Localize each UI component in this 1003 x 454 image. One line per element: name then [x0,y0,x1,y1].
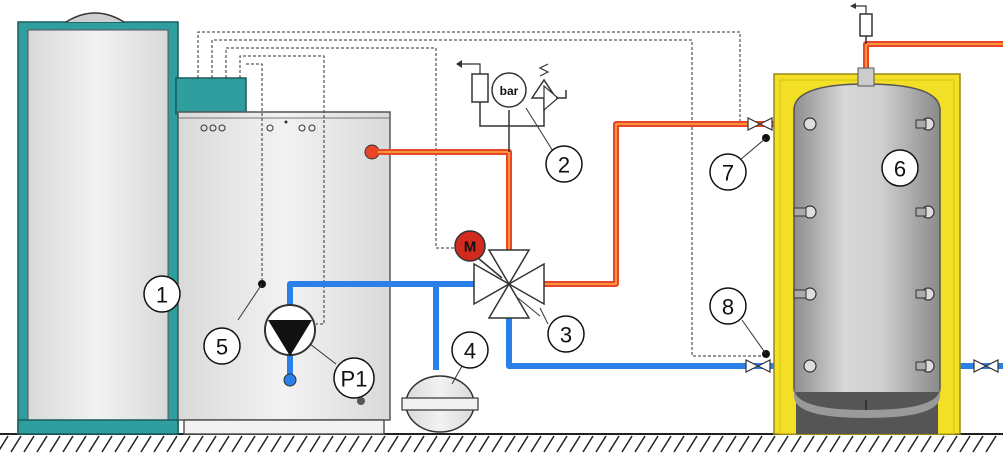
ground-hatch-line [881,435,893,453]
ground-hatch-line [764,435,776,453]
ground-hatch-line [608,435,620,453]
ground-hatch-line [283,435,295,453]
ground-hatch-line [491,435,503,453]
ground-hatch-line [725,435,737,453]
ground-hatch-line [829,435,841,453]
callout-5: 5 [216,335,228,360]
ground-hatch-line [582,435,594,453]
ground-hatch-line [556,435,568,453]
ground-hatch-line [439,435,451,453]
ground-hatch-line [140,435,152,453]
floor-line [0,433,1003,453]
ground-hatch-line [166,435,178,453]
ground-hatch-line [244,435,256,453]
ground-hatch-line [842,435,854,453]
ground-hatch-line [803,435,815,453]
ground-hatch-line [127,435,139,453]
callout-1: 1 [156,283,168,308]
buffer-tank [773,3,961,435]
ground-hatch-line [686,435,698,453]
ground-hatch-line [907,435,919,453]
callout-6: 6 [894,157,906,182]
ground-hatch-line [374,435,386,453]
ground-hatch-line [868,435,880,453]
ground-hatch-line [335,435,347,453]
ground-hatch-line [712,435,724,453]
callout-2: 2 [558,153,570,178]
ground-hatch-line [400,435,412,453]
ground-hatch-line [751,435,763,453]
ground-hatch-line [699,435,711,453]
ground-hatch-line [75,435,87,453]
ground-hatch-line [231,435,243,453]
gauge-unit-label: bar [500,84,519,98]
ground-hatch-line [413,435,425,453]
ground-hatch-line [179,435,191,453]
pump-p1 [264,304,337,387]
expansion-vessel [401,365,479,433]
ground-hatch-line [465,435,477,453]
ground-hatch-line [621,435,633,453]
ground-hatch-line [595,435,607,453]
ground-hatch-line [10,435,22,453]
ground-hatch-line [660,435,672,453]
ground-hatch-line [88,435,100,453]
ground-hatch-line [36,435,48,453]
callout-3: 3 [560,323,572,348]
ground-hatch-line [816,435,828,453]
ground-hatch-line [257,435,269,453]
tank-valves [745,117,999,373]
boiler-unit [17,12,391,435]
ground-hatch-line [361,435,373,453]
ground-hatch-line [49,435,61,453]
ground-hatch-line [946,435,958,453]
callout-4: 4 [464,339,476,364]
ground-hatch-line [933,435,945,453]
ground-hatch-line [101,435,113,453]
ground-hatch-line [296,435,308,453]
callout-p1: P1 [341,367,368,392]
ground-hatch-line [62,435,74,453]
ground-hatch-line [972,435,984,453]
ground-hatch-line [985,435,997,453]
ground-hatch-line [322,435,334,453]
motor-label: M [464,239,477,256]
ground-hatch-line [348,435,360,453]
ground-hatch-line [855,435,867,453]
ground-hatch-line [504,435,516,453]
ground-hatch-line [205,435,217,453]
ground-hatch-line [192,435,204,453]
ground-hatch-line [777,435,789,453]
ground-hatch-line [218,435,230,453]
ground-hatch-line [114,435,126,453]
ground-hatch-line [530,435,542,453]
ground-hatch-line [738,435,750,453]
ground-hatch-line [959,435,971,453]
ground-hatch-line [517,435,529,453]
ground-hatch-line [309,435,321,453]
ground-hatch-line [634,435,646,453]
ground-hatch-line [426,435,438,453]
ground-hatch-line [673,435,685,453]
pressure-group: bar [456,60,567,157]
ground-hatch-line [920,435,932,453]
ground-hatch-line [569,435,581,453]
ground-hatch-line [270,435,282,453]
callout-8: 8 [722,295,734,320]
ground-hatch-line [647,435,659,453]
ground-hatch-line [23,435,35,453]
mixing-valve: M [454,230,545,319]
ground-hatch-line [452,435,464,453]
ground-hatch-line [153,435,165,453]
ground-hatch-line [478,435,490,453]
ground-hatch-line [0,435,9,451]
ground-hatch-line [894,435,906,453]
ground-hatch-line [543,435,555,453]
ground-hatch-line [387,435,399,453]
ground-hatch-line [790,435,802,453]
callout-7: 7 [722,161,734,186]
